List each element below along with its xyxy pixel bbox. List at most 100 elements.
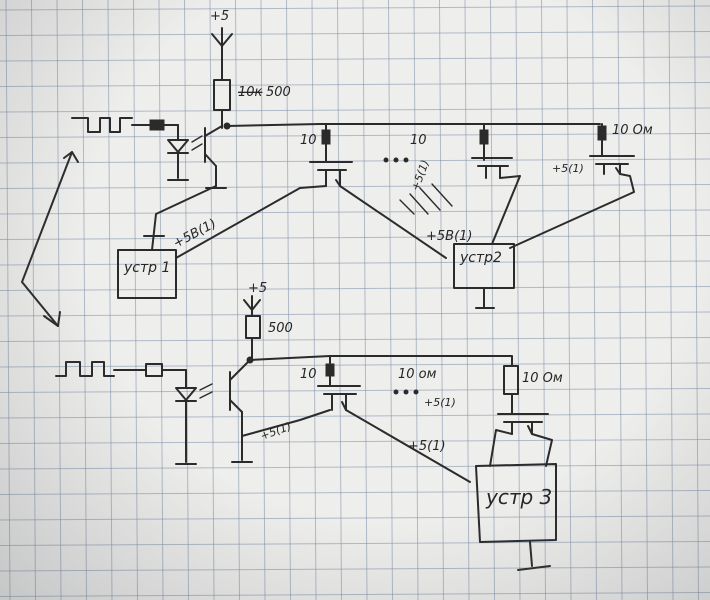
supply-label-top: +5 [210, 9, 229, 24]
grid-line-horizontal [0, 31, 710, 36]
mosfet-top-2 [471, 157, 513, 179]
grid-line-vertical [617, 0, 623, 600]
bottom-circuit: +5 500 10 10 ом +5(1) 10 Ом +5(1) +5(1) … [55, 281, 563, 571]
supply-arrow-bottom [243, 299, 261, 311]
grid-line-vertical [5, 0, 11, 600]
top-bus [226, 123, 601, 127]
grid-line-vertical [235, 0, 240, 600]
wire-mos1-dev2 [339, 185, 447, 259]
grid-line-vertical [209, 0, 215, 600]
grid-line-horizontal [0, 133, 710, 138]
resistor-10-bottom-label: 10 [300, 367, 317, 382]
wire-mos-dev3 [345, 409, 471, 483]
grid-line-horizontal [0, 439, 710, 444]
grid-line-horizontal [0, 311, 710, 317]
grid-line-horizontal [0, 541, 710, 546]
grid-line-vertical [413, 0, 419, 600]
resistor-10ohm-label-top: 10 Ом [612, 123, 653, 138]
grid-line-vertical [515, 0, 521, 600]
grid-line-vertical [107, 0, 113, 600]
led-arrows [199, 383, 213, 399]
grid-line-vertical [133, 0, 138, 600]
grid-line-horizontal [0, 362, 710, 368]
square-wave-bottom [55, 361, 115, 377]
grid-line-horizontal [0, 82, 710, 87]
resistor-small-top [149, 119, 165, 131]
ellipsis-dot [383, 157, 389, 163]
device-1-label: устр 1 [123, 260, 170, 276]
grid-line-vertical [694, 0, 699, 600]
square-wave-top [71, 117, 133, 133]
grid-line-vertical [337, 0, 342, 600]
grid-line-horizontal [0, 515, 710, 521]
grid-line-vertical [286, 0, 291, 600]
grid-line-horizontal [0, 5, 710, 11]
grid-line-vertical [362, 0, 368, 600]
plusB-label-b: +5В(1) [426, 229, 473, 244]
ellipsis-dot [403, 389, 409, 395]
device-3-label: устр 3 [485, 485, 552, 509]
plus5-label-c: +5(1) [424, 396, 456, 409]
grid-line-horizontal [0, 592, 710, 597]
grid-line-horizontal [0, 388, 710, 393]
resistor-500-label-bottom: 500 [268, 321, 293, 336]
led-bottom [175, 387, 197, 401]
grid-line-vertical [668, 0, 674, 600]
resistor-strike-label: 10к [238, 85, 263, 100]
mosfet-bottom-1 [317, 385, 361, 411]
resistor-dots-label: 10 ом [398, 367, 437, 382]
mosfet-bottom-2 [497, 413, 549, 435]
grid-line-vertical [566, 0, 572, 600]
grid-line-horizontal [0, 107, 710, 113]
wire-mos2-dev3 [489, 429, 513, 467]
transistor-collector [204, 125, 223, 137]
wire-to-dev1 [175, 185, 327, 259]
grid-line-vertical [158, 0, 164, 600]
grid-line-vertical [592, 0, 597, 600]
double-arrow [21, 151, 73, 327]
grid-line-vertical [388, 0, 393, 600]
device-3-box [475, 463, 557, 543]
led-arrows [191, 135, 203, 151]
ellipsis-dot [393, 157, 399, 163]
grid-line-vertical [643, 0, 648, 600]
grid-line-vertical [184, 0, 189, 600]
grid-line-horizontal [0, 158, 710, 164]
grid-line-horizontal [0, 56, 710, 62]
resistor-10ohm-label-bottom: 10 Ом [522, 371, 563, 386]
hatching-mark [399, 183, 453, 215]
wire [529, 541, 533, 567]
supply-arrow-top [211, 33, 233, 47]
wire-mos2-dev2 [491, 175, 521, 245]
grid-line-vertical [464, 0, 470, 600]
ellipsis-dot [403, 157, 409, 163]
wire-mos2b-dev3 [531, 433, 553, 467]
plus5-label-b: +5(1) [552, 162, 584, 175]
grid-line-vertical [311, 0, 317, 600]
mosfet-top-3 [589, 155, 635, 175]
transistor-collector [229, 361, 249, 381]
ground-dev3 [517, 565, 551, 571]
transistor-emitter [204, 153, 217, 167]
grid-line-horizontal [0, 235, 710, 240]
grid-line-vertical [490, 0, 495, 600]
ellipsis-dot [393, 389, 399, 395]
grid-line-horizontal [0, 566, 710, 572]
transistor-emitter [229, 399, 243, 413]
grid-line-vertical [439, 0, 444, 600]
bottom-bus [249, 355, 513, 367]
resistor-500-label-top: 500 [266, 85, 291, 100]
arrow-head-down [43, 311, 61, 327]
supply-label-bottom: +5 [248, 281, 267, 296]
device-2-label: устр2 [459, 250, 502, 266]
grid-line-horizontal [0, 464, 710, 470]
mosfet-top-1 [309, 161, 353, 187]
grid-line-vertical [541, 0, 546, 600]
ellipsis-dot [413, 389, 419, 395]
grid-line-vertical [56, 0, 62, 600]
grid-line-vertical [31, 0, 36, 600]
